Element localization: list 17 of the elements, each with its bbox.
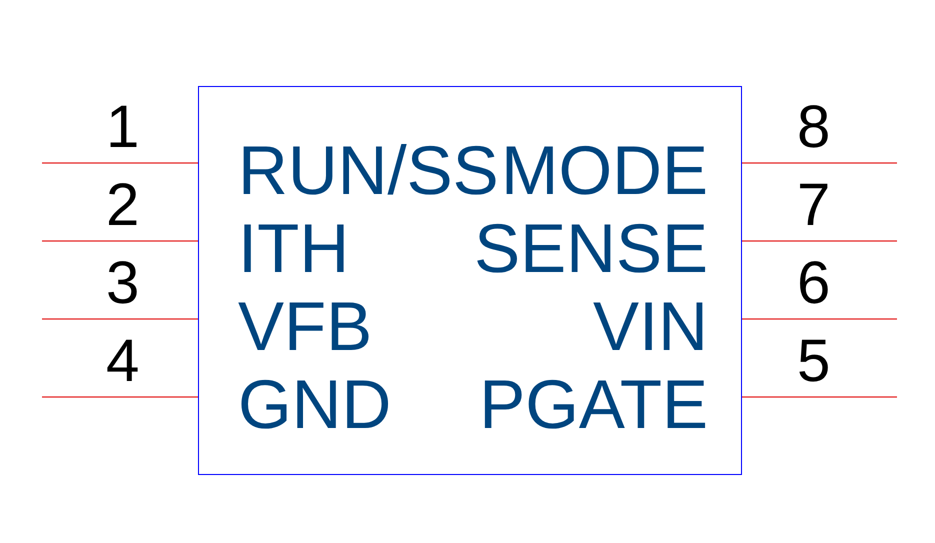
pin-name: PGATE: [479, 370, 708, 439]
pin-name: MODE: [501, 136, 708, 205]
pin-name: GND: [238, 370, 392, 439]
pin-number: 8: [797, 97, 830, 157]
pin-number: 3: [106, 253, 140, 313]
pin-number: 2: [106, 175, 140, 235]
ic-package-box: [198, 86, 742, 475]
pin-name: VIN: [592, 292, 708, 361]
pin-number: 1: [106, 97, 140, 157]
pin-name: SENSE: [474, 214, 708, 283]
pin-number: 6: [797, 253, 830, 313]
pin-name: VFB: [238, 292, 372, 361]
pin-number: 7: [797, 175, 830, 235]
pin-name: RUN/SS: [238, 136, 499, 205]
pin-number: 4: [106, 331, 140, 391]
pin-number: 5: [797, 331, 830, 391]
pin-name: ITH: [238, 214, 350, 283]
